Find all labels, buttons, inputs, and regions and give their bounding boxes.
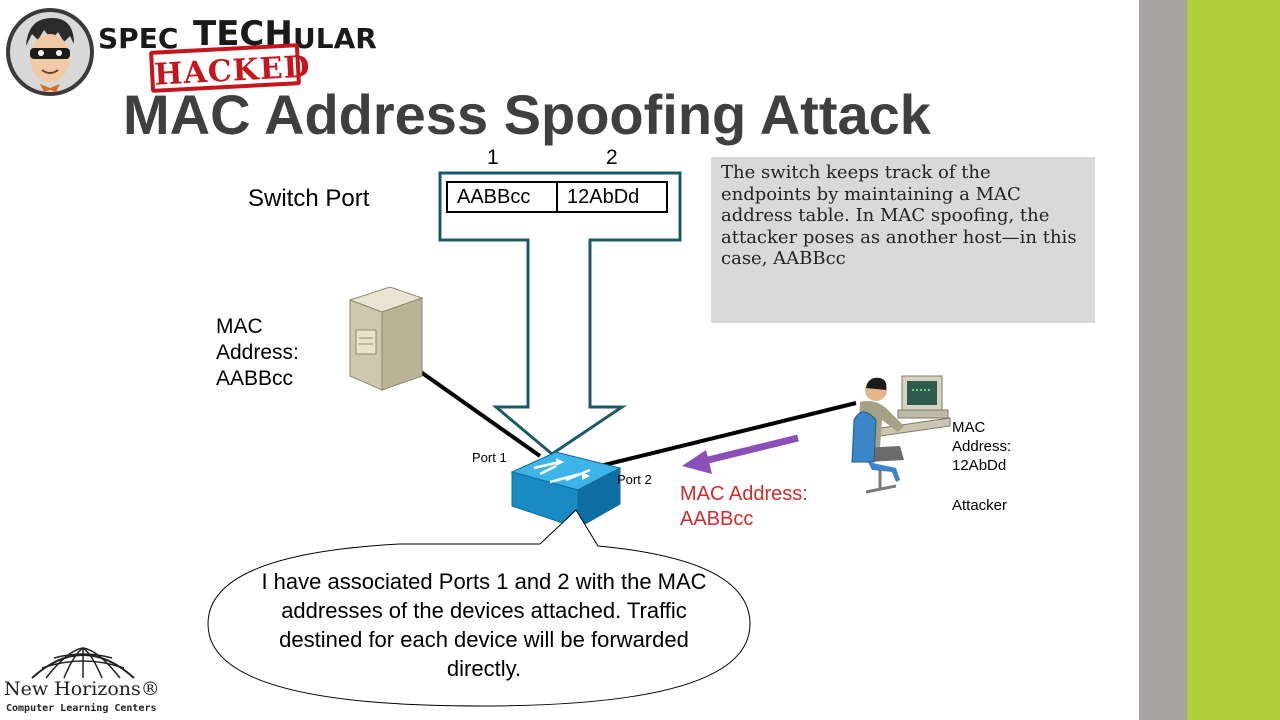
brand-logo: SPEC TECH ULAR HACKED: [98, 14, 378, 94]
side-stripe-green: [1187, 0, 1280, 720]
brand-ular: ULAR: [293, 22, 377, 55]
table-bracket: [438, 171, 682, 456]
spoof-arrow-head: [682, 450, 712, 474]
spoofed-mac-label: MAC Address: AABBcc: [680, 483, 808, 530]
page-title: MAC Address Spoofing Attack: [123, 83, 931, 146]
mac-table-cell-port1: AABBcc: [457, 186, 531, 208]
side-stripe-gray: [1139, 0, 1187, 720]
diagram-canvas: [207, 171, 951, 707]
port2-label: Port 2: [617, 472, 652, 487]
brand-spec: SPEC: [98, 22, 179, 55]
cable-server-switch: [416, 368, 542, 458]
port-number-1: 1: [487, 146, 499, 169]
brand-tech: TECH: [193, 14, 293, 54]
attacker-mac-label: MAC Address: 12AbDd: [952, 419, 1012, 474]
speech-bubble-text: I have associated Ports 1 and 2 with the…: [261, 569, 707, 681]
server-icon: [348, 286, 424, 391]
port-number-2: 2: [606, 146, 618, 169]
switch-icon: [510, 451, 622, 529]
attacker-label: Attacker: [952, 497, 1008, 514]
cable-switch-attacker: [599, 401, 857, 468]
attacker-workstation-icon: [851, 375, 951, 494]
globe-arc-icon: [31, 647, 135, 679]
spoof-arrow: [699, 434, 799, 466]
new-horizons-logo: New Horizons® Computer Learning Centers: [4, 644, 160, 718]
footer-brand-subtitle: Computer Learning Centers: [6, 703, 157, 714]
speech-bubble: [207, 509, 751, 707]
mac-address-table: AABBcc 12AbDd: [446, 181, 668, 213]
info-box: The switch keeps track of the endpoints …: [711, 157, 1095, 323]
masked-hacker-avatar-icon: [6, 8, 94, 96]
footer-brand-name: New Horizons®: [4, 678, 160, 700]
switch-port-label: Switch Port: [248, 185, 370, 212]
port1-label: Port 1: [472, 450, 507, 465]
mac-table-cell-port2: 12AbDd: [556, 183, 666, 211]
server-mac-label: MAC Address: AABBcc: [216, 315, 299, 390]
